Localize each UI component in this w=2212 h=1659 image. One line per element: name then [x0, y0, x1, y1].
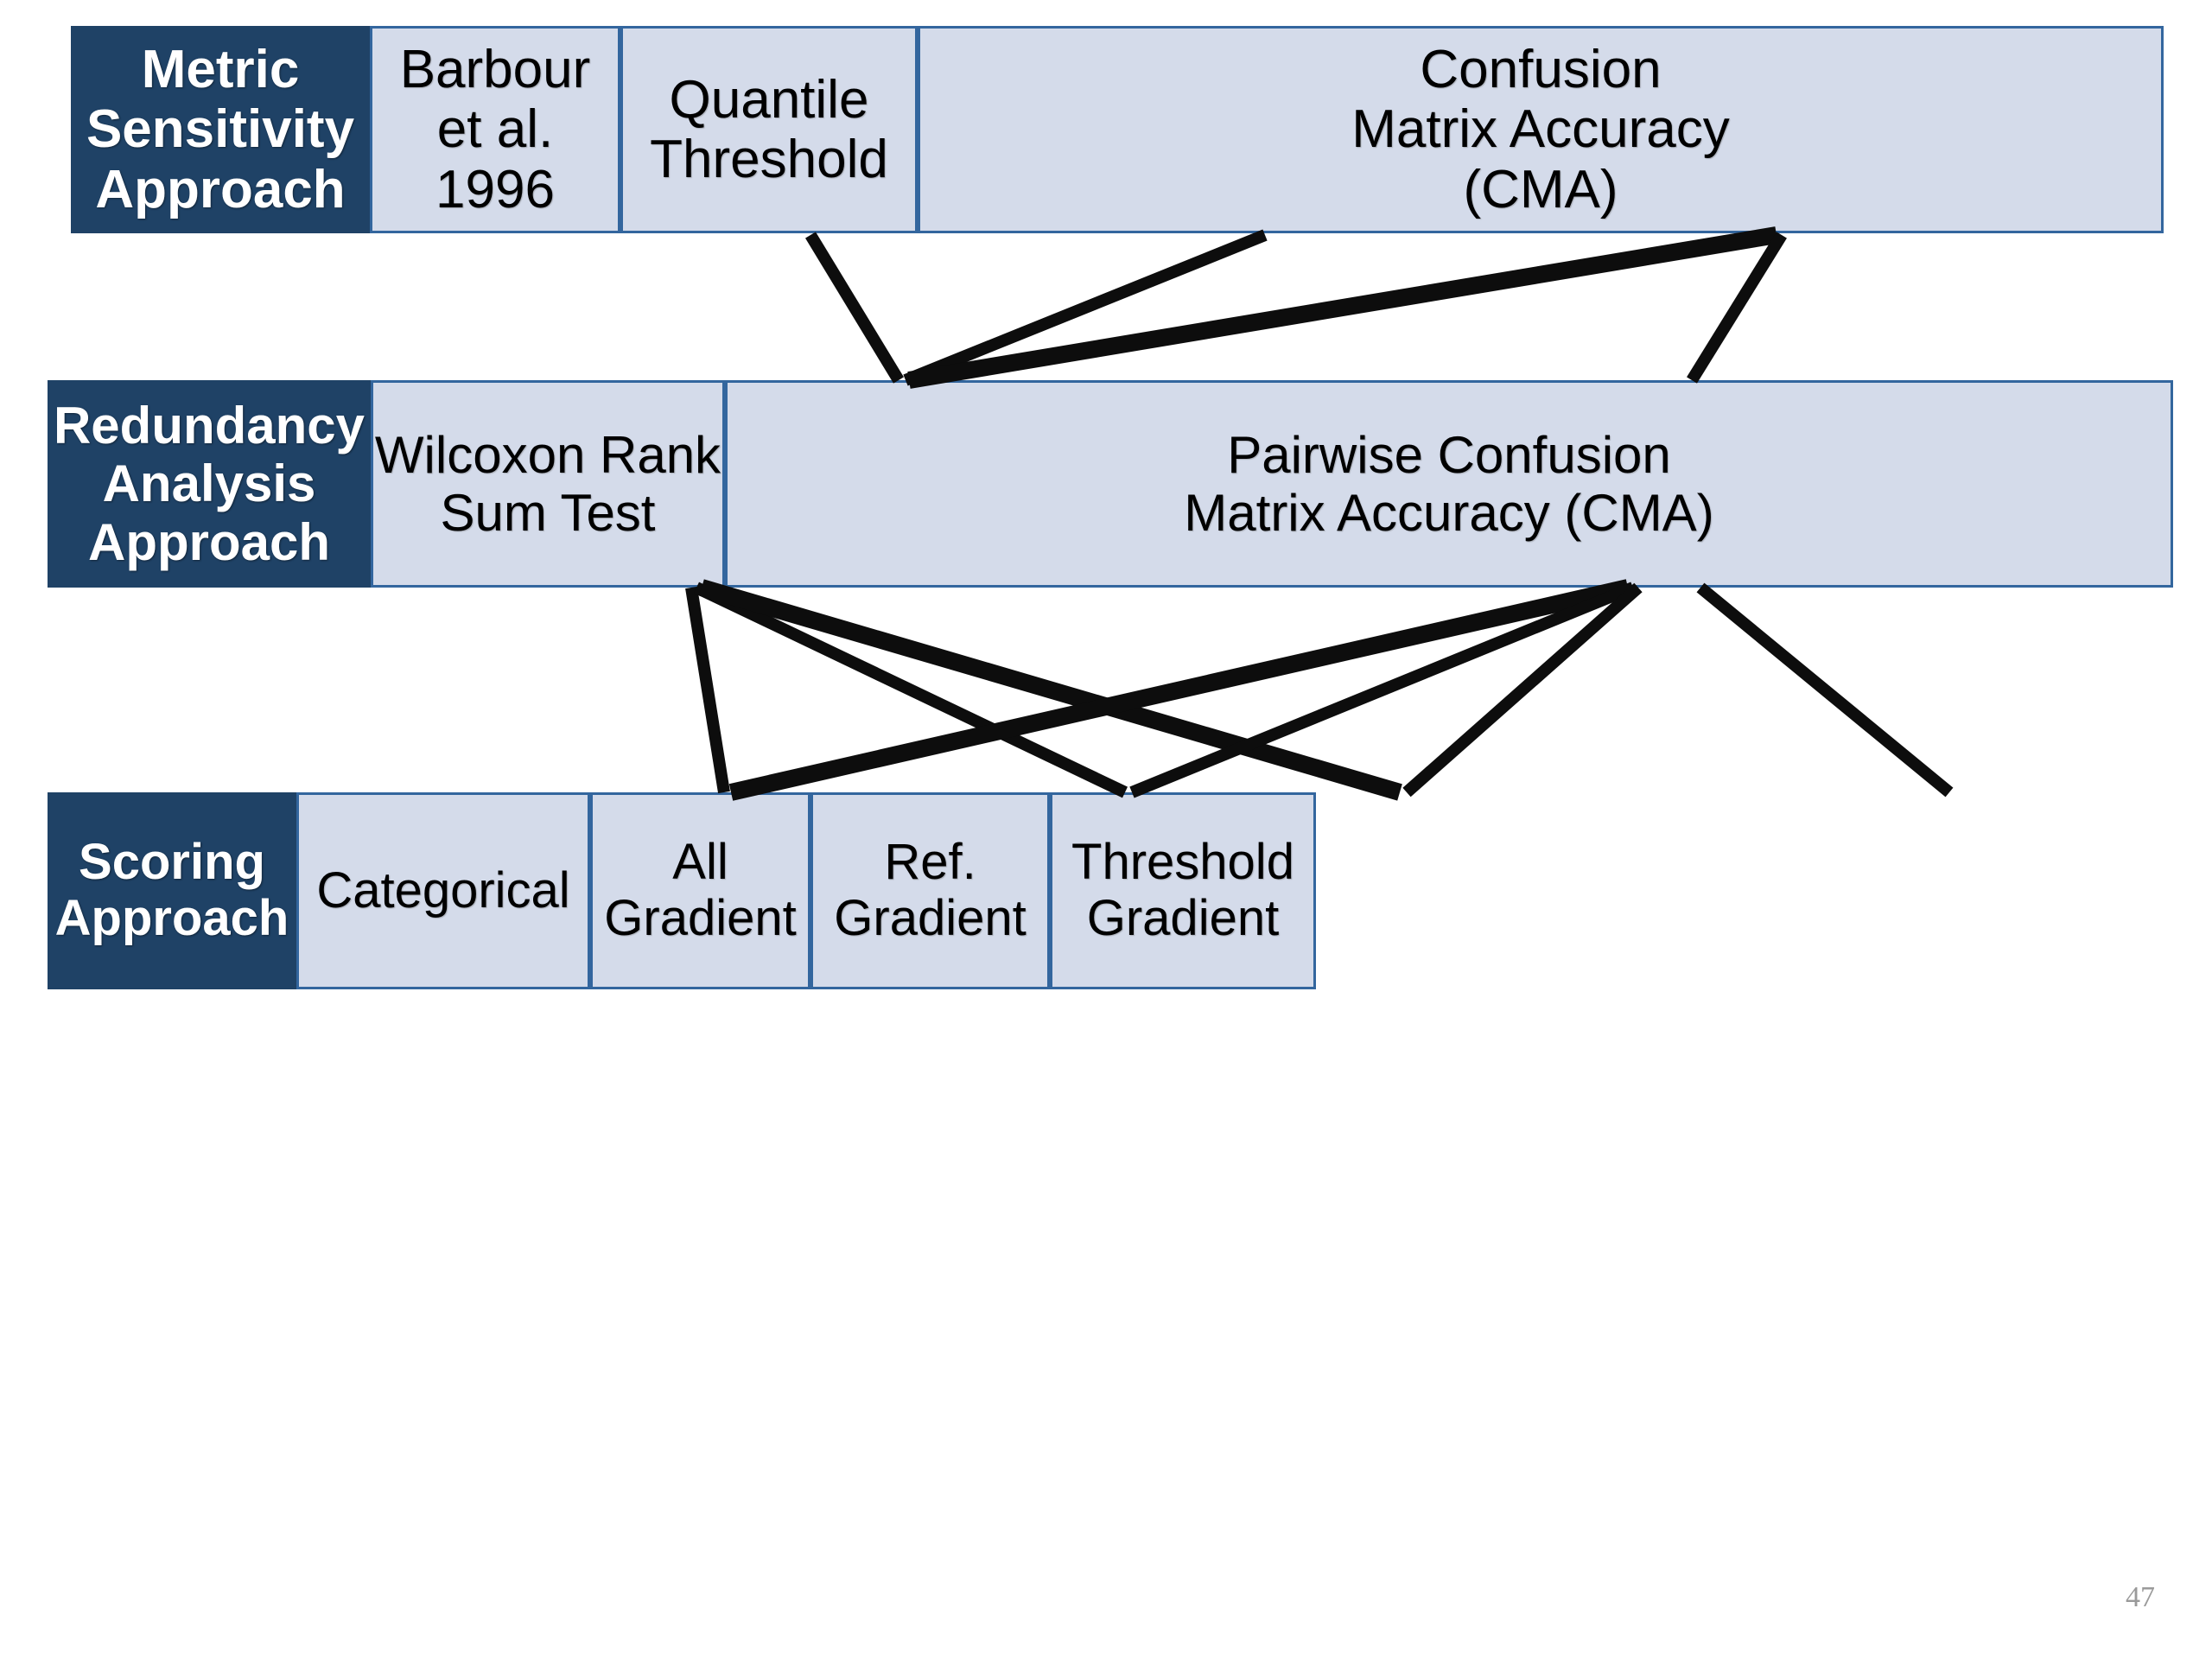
node-barbour[interactable]: Barbour et al. 1996	[370, 26, 620, 233]
node-threshold-gradient-line-1: Threshold	[1071, 834, 1294, 891]
node-all-gradient-line-1: All	[672, 834, 728, 891]
node-quantile-threshold[interactable]: Quantile Threshold	[620, 26, 918, 233]
node-ref-gradient-line-2: Gradient	[834, 890, 1027, 946]
row-header-line-1: Metric	[141, 39, 300, 99]
row-header-line-3: Approach	[87, 512, 331, 571]
row-header-line-1: Redundancy	[53, 397, 365, 455]
row-header-line-2: Sensitivity	[86, 99, 355, 160]
node-categorical-line-1: Categorical	[316, 861, 570, 918]
node-ref-gradient-line-1: Ref.	[884, 834, 976, 891]
node-categorical[interactable]: Categorical	[296, 792, 590, 989]
node-pairwise-line-2: Matrix Accuracy (CMA)	[1184, 484, 1714, 542]
row-metric-sensitivity: Metric Sensitivity Approach Barbour et a…	[71, 26, 2164, 233]
connector-quantile-to-wilcoxon	[903, 229, 1268, 386]
row-scoring: Scoring Approach Categorical All Gradien…	[48, 792, 2175, 989]
connector-pairwise-to-categorical	[728, 579, 1630, 801]
node-wilcoxon-line-2: Sum Test	[440, 484, 656, 542]
node-confusion-matrix-accuracy[interactable]: Confusion Matrix Accuracy (CMA)	[918, 26, 2164, 233]
node-threshold-gradient[interactable]: Threshold Gradient	[1050, 792, 1316, 989]
row-header-line-1: Scoring	[79, 834, 265, 891]
node-ref-gradient[interactable]: Ref. Gradient	[810, 792, 1050, 989]
node-quantile-threshold-line-2: Threshold	[650, 130, 888, 189]
row-header-line-2: Analysis	[102, 454, 316, 513]
node-barbour-line-2: et al.	[436, 99, 554, 160]
node-wilcoxon-line-1: Wilcoxon Rank	[374, 425, 721, 484]
node-barbour-line-3: 1996	[435, 159, 555, 219]
node-confusion-matrix-accuracy-line-3: (CMA)	[1463, 159, 1618, 219]
page-number: 47	[2126, 1581, 2155, 1613]
node-confusion-matrix-accuracy-line-1: Confusion	[1420, 39, 1662, 99]
connector-pairwise-to-ref-gradient	[1402, 582, 1643, 798]
row-header-line-2: Approach	[54, 890, 289, 946]
row-header-scoring: Scoring Approach	[48, 792, 296, 989]
row-redundancy-analysis: Redundancy Analysis Approach Wilcoxon Ra…	[48, 380, 2173, 588]
connector-wilcoxon-to-all-gradient	[693, 582, 1128, 798]
connector-wilcoxon-to-ref-gradient	[699, 579, 1402, 801]
node-quantile-threshold-line-1: Quantile	[669, 69, 869, 130]
row-header-metric-sensitivity: Metric Sensitivity Approach	[71, 26, 370, 233]
connector-pairwise-to-all-gradient	[1129, 582, 1636, 798]
row-header-line-3: Approach	[95, 159, 346, 219]
node-pairwise-line-1: Pairwise Confusion	[1227, 425, 1671, 484]
connector-cma-to-pairwise	[1687, 232, 1787, 384]
row-header-redundancy-analysis: Redundancy Analysis Approach	[48, 380, 371, 588]
connector-cma-to-wilcoxon	[907, 226, 1778, 389]
node-wilcoxon-rank-sum-test[interactable]: Wilcoxon Rank Sum Test	[371, 380, 725, 588]
connector-wilcoxon-to-categorical	[685, 586, 730, 794]
node-pairwise-confusion-matrix-accuracy[interactable]: Pairwise Confusion Matrix Accuracy (CMA)	[725, 380, 2173, 588]
node-threshold-gradient-line-2: Gradient	[1086, 890, 1280, 946]
node-all-gradient-line-2: Gradient	[604, 890, 797, 946]
node-confusion-matrix-accuracy-line-2: Matrix Accuracy	[1351, 99, 1730, 160]
node-barbour-line-1: Barbour	[399, 39, 591, 99]
node-all-gradient[interactable]: All Gradient	[590, 792, 810, 989]
connector-pairwise-to-threshold-gradient	[1696, 582, 1954, 798]
connector-barbour-to-wilcoxon	[805, 232, 904, 384]
